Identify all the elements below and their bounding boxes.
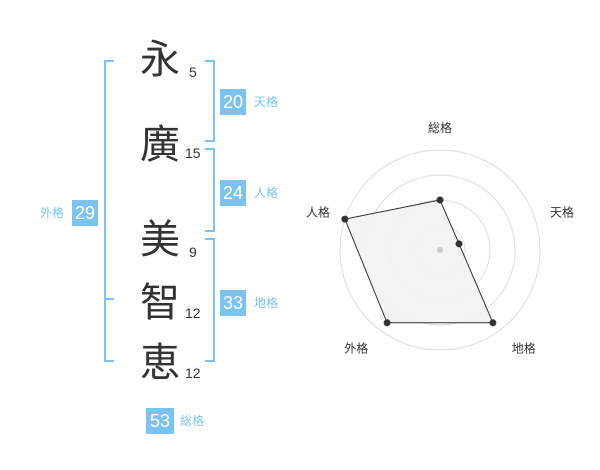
chikaku-label: 地格 [254, 296, 279, 310]
radar-point-1 [436, 196, 444, 204]
name-char-3: 美 [140, 217, 180, 263]
name-char-2: 廣 [140, 122, 180, 168]
gaikaku-badge: 29 [72, 200, 98, 226]
radar-axis-label-5: 人格 [306, 204, 330, 219]
soukaku-badge: 53 [146, 408, 174, 434]
stroke-count-4: 12 [185, 305, 201, 321]
radar-center-dot [437, 247, 443, 253]
chikaku-badge: 33 [220, 290, 246, 316]
stroke-count-5: 12 [185, 365, 201, 381]
gaikaku-label: 外格 [40, 206, 65, 220]
tenkaku-label: 天格 [254, 95, 279, 109]
name-char-5: 恵 [140, 340, 180, 386]
radar-axis-label-1: 総格 [428, 120, 452, 135]
stroke-count-3: 9 [189, 244, 197, 260]
radar-grid-ring-4 [339, 149, 541, 351]
radar-point-5 [341, 215, 349, 223]
tenkaku-bracket [205, 60, 215, 142]
chikaku-bracket [205, 238, 215, 362]
gaikaku-bracket-tick [104, 298, 114, 300]
soukaku-label: 総格 [180, 414, 205, 428]
radar-point-2 [455, 240, 463, 248]
radar-point-4 [383, 319, 391, 327]
name-char-4: 智 [140, 280, 180, 326]
radar-axis-label-2: 天格 [550, 204, 574, 219]
jinkaku-badge: 24 [220, 180, 246, 206]
radar-point-3 [489, 319, 497, 327]
radar-axis-label-4: 外格 [344, 341, 368, 356]
gaikaku-bracket [104, 60, 114, 362]
stroke-count-2: 15 [185, 145, 201, 161]
tenkaku-badge: 20 [220, 89, 246, 115]
radar-axis-label-3: 地格 [512, 341, 536, 356]
name-char-1: 永 [140, 37, 180, 83]
radar-polygon [344, 199, 494, 324]
jinkaku-bracket [205, 148, 215, 232]
stroke-count-1: 5 [189, 64, 197, 80]
jinkaku-label: 人格 [254, 186, 279, 200]
